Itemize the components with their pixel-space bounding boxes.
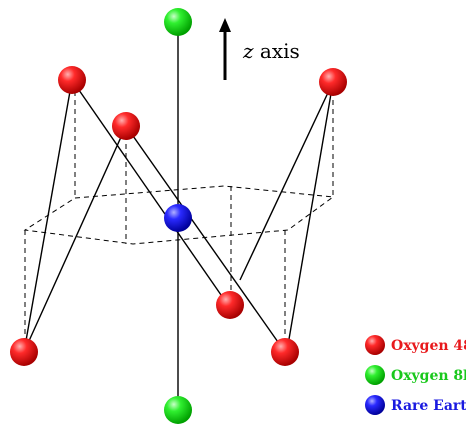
legend-label-oxygen-8b: Oxygen 8b	[391, 368, 466, 384]
legend-swatch-rare-earth	[365, 395, 385, 415]
legend-label-oxygen-48f: Oxygen 48f	[391, 338, 466, 354]
projection-lines	[24, 82, 334, 350]
oxygen-48f-atom	[58, 66, 86, 94]
bond-lines	[23, 79, 334, 353]
legend-swatch-oxygen-8b	[365, 365, 385, 385]
oxygen-48f-atom	[271, 338, 299, 366]
z-axis-label: z axis	[242, 39, 300, 63]
oxygen-8b-atom-top	[164, 8, 192, 36]
oxygen-8b-atom-bottom	[164, 396, 192, 424]
z-axis-indicator: z axis	[219, 18, 300, 80]
oxygen-48f-atom	[112, 112, 140, 140]
oxygen-48f-atom	[319, 68, 347, 96]
rare-earth-atom	[164, 204, 192, 232]
legend: Oxygen 48f Oxygen 8b Rare Earth	[365, 335, 466, 415]
oxygen-48f-atom	[10, 338, 38, 366]
legend-swatch-oxygen-48f	[365, 335, 385, 355]
legend-label-rare-earth: Rare Earth	[391, 398, 466, 414]
oxygen-48f-atom	[216, 291, 244, 319]
atoms	[10, 8, 347, 424]
